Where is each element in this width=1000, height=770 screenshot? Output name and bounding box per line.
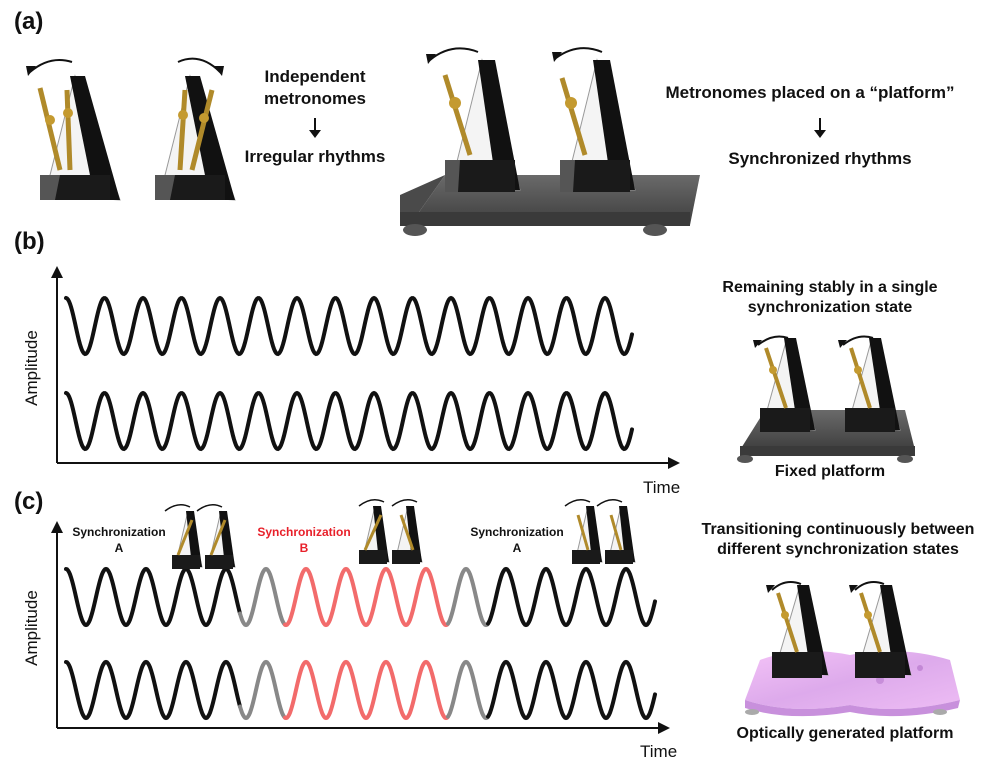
independent-metronomes-label: Independent metronomes: [235, 66, 395, 110]
sync-label-line1: Synchronization: [72, 525, 166, 539]
fixed-platform: [737, 335, 915, 463]
panel-c-x-axis-label: Time: [640, 742, 678, 761]
wave-sync-a: [486, 566, 657, 628]
left-text-line-2: metronomes: [263, 89, 367, 108]
sync-label-line2: A: [114, 541, 124, 555]
synchronized-rhythms-label: Synchronized rhythms: [728, 149, 912, 168]
panel-c-waves: [64, 566, 657, 721]
wave-sync-a: [64, 566, 242, 628]
sync-label-line1: Synchronization: [257, 525, 351, 539]
arrow-down-icon: [309, 130, 321, 138]
panel-b-caption-line-1: Remaining stably in a single: [722, 279, 938, 296]
sync-label-a-first: Synchronization A: [66, 524, 172, 556]
panel-c-caption-line-2: different synchronization states: [717, 541, 959, 558]
sync-label-line2: A: [512, 541, 522, 555]
wave-transition: [238, 659, 287, 721]
optical-platform: [745, 581, 960, 717]
panel-a-label: (a): [14, 8, 44, 35]
wave-transition: [446, 566, 490, 628]
sync-label-b: Synchronization B: [249, 524, 359, 556]
panel-b-waves: [64, 295, 634, 452]
arrow-down-icon: [814, 130, 826, 138]
panel-c-y-axis-label: Amplitude: [22, 590, 41, 666]
panel-b-y-axis-label: Amplitude: [22, 330, 41, 406]
optical-platform-label: Optically generated platform: [736, 725, 954, 742]
platform-label: Metronomes placed on a “platform”: [665, 83, 955, 102]
sync-label-a-second: Synchronization A: [462, 524, 572, 556]
panel-b-caption-line-2: synchronization state: [747, 299, 913, 316]
platform-with-metronomes: [400, 47, 700, 236]
wave-transition: [446, 659, 490, 721]
panel-c-label: (c): [14, 488, 44, 515]
metronome-icon-a1: [26, 59, 121, 201]
metronome-pair-icon-3: [564, 499, 636, 564]
wave-sync-a: [64, 659, 242, 721]
panel-c-axes: [51, 521, 670, 734]
panel-b-x-axis-label: Time: [643, 478, 681, 497]
fixed-platform-label: Fixed platform: [774, 463, 886, 480]
irregular-rhythms-label: Irregular rhythms: [244, 147, 386, 166]
panel-c-state-caption: Transitioning continuously between diffe…: [683, 520, 993, 560]
metronome-pair-icon-2: [358, 499, 423, 564]
wave-bottom: [64, 390, 634, 452]
panel-b-state-caption: Remaining stably in a single synchroniza…: [690, 278, 970, 318]
left-text-line-1: Independent: [264, 67, 366, 86]
wave-sync-a: [486, 659, 657, 721]
metronome-pair-icon-1: [164, 504, 236, 569]
panel-b-axes: [51, 266, 680, 469]
wave-sync-b: [283, 566, 450, 628]
panel-c-caption-line-1: Transitioning continuously between: [701, 521, 975, 538]
panel-b-label: (b): [14, 228, 45, 255]
metronome-icon-a2: [155, 57, 236, 201]
wave-sync-b: [283, 659, 450, 721]
wave-top: [64, 295, 634, 357]
sync-label-line2: B: [299, 541, 309, 555]
sync-label-line1: Synchronization: [470, 525, 564, 539]
wave-transition: [238, 566, 287, 628]
